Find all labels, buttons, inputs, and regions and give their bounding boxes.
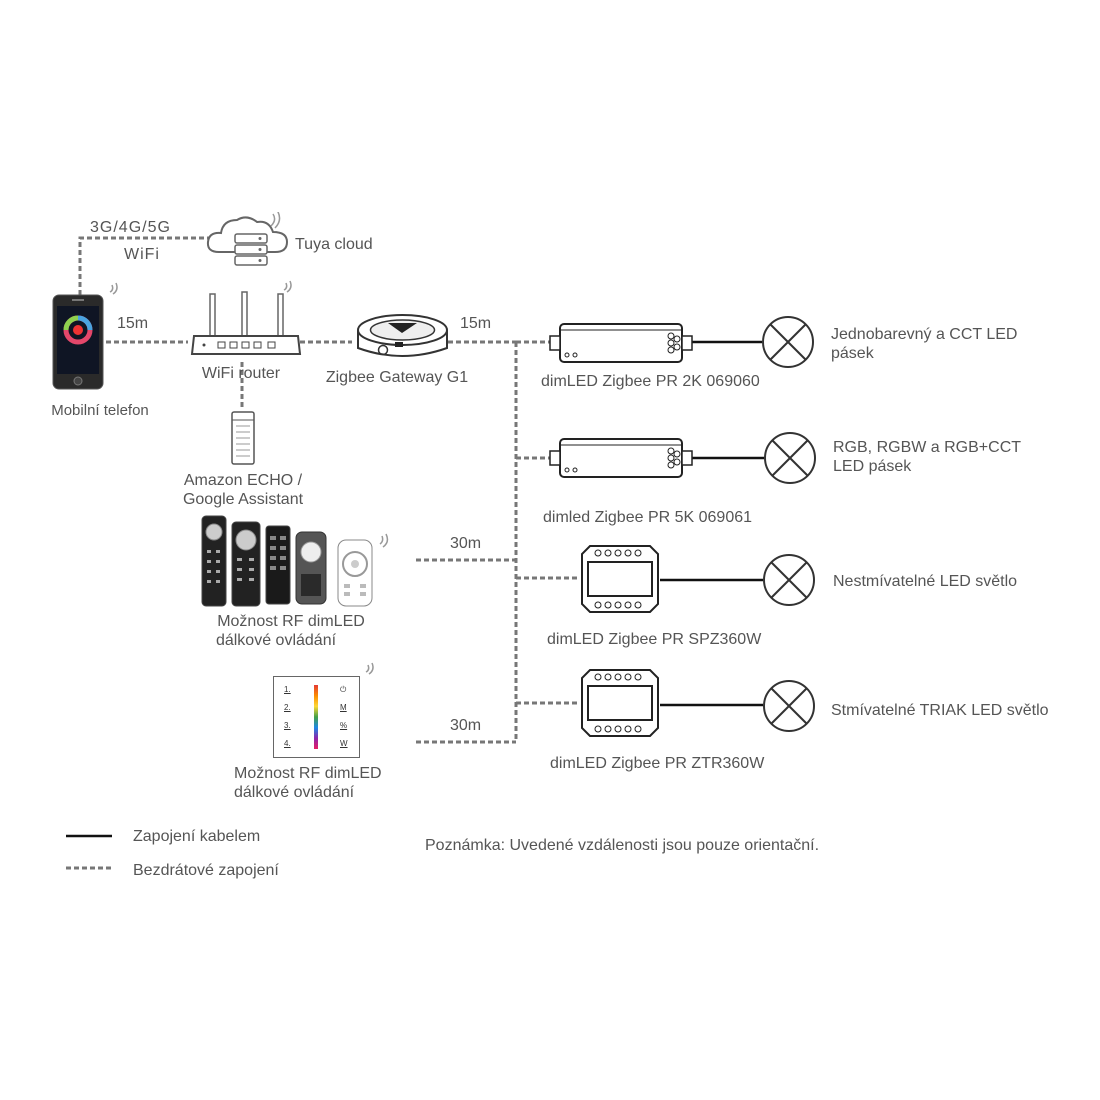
cloud-phone-link [78, 236, 210, 295]
output-label-3: Nestmívatelné LED světlo [833, 573, 1018, 590]
panel-key-4: 4. [284, 739, 291, 748]
panel-key-3: 3. [284, 721, 291, 730]
rf-remotes-icon [201, 515, 389, 607]
panel-key-1: 1. [284, 685, 291, 694]
output-label-4: Stmívatelné TRIAK LED světlo [831, 702, 1049, 719]
phone-label: Mobilní telefon [51, 402, 149, 419]
distance-remotes-bus: 30m [450, 535, 482, 552]
lamp-icon [764, 432, 816, 484]
lamp-icon [763, 554, 815, 606]
distance-note: Poznámka: Uvedené vzdálenosti jsou pouze… [425, 837, 820, 854]
distance-panel-bus: 30m [450, 717, 482, 734]
router-label: WiFi router [201, 365, 281, 382]
zigbee-gateway-icon [357, 314, 448, 357]
panel-wireless-icon [365, 662, 374, 675]
controller-5k-label: dimled Zigbee PR 5K 069061 [543, 509, 753, 526]
distance-gateway-bus: 15m [460, 315, 492, 332]
panel-key-2: 2. [284, 703, 291, 712]
assistant-label-line2: Google Assistant [182, 491, 304, 508]
panel-mode-key: M [340, 703, 347, 712]
link-mobile-network: 3G/4G/5G [90, 219, 171, 236]
smartphone-icon [52, 294, 104, 390]
panel-white-key: W [340, 739, 348, 748]
gateway-label: Zigbee Gateway G1 [325, 369, 469, 386]
controller-5k-icon [549, 438, 693, 478]
legend-wireless-label: Bezdrátové zapojení [133, 862, 279, 879]
lamp-icon [762, 316, 814, 368]
link-wifi: WiFi [124, 246, 160, 263]
panel-power-key: ⏻ [340, 685, 347, 694]
output-label-1: Jednobarevný a CCT LED pásek [831, 326, 1018, 362]
controller-spz360w-icon [581, 545, 659, 613]
controller-2k-icon [549, 323, 693, 363]
smart-speaker-icon [231, 411, 255, 465]
assistant-label-line1: Amazon ECHO / [183, 472, 303, 489]
output-label-2: RGB, RGBW a RGB+CCT LED pásek [833, 439, 1021, 475]
controller-ztr360w-icon [581, 669, 659, 737]
router-wireless-icon [283, 280, 292, 293]
controller-spz360w-label: dimLED Zigbee PR SPZ360W [547, 631, 762, 648]
color-slider [314, 685, 318, 749]
controller-ztr360w-label: dimLED Zigbee PR ZTR360W [550, 755, 765, 772]
phone-wireless-icon [109, 282, 118, 295]
lamp-icon [763, 680, 815, 732]
router-icon [190, 291, 302, 355]
panel-label-line2: dálkové ovládání [234, 784, 355, 801]
cloud-icon [206, 212, 289, 266]
distance-phone-router: 15m [117, 315, 149, 332]
wall-panel: 1. 2. 3. 4. ⏻ M % W [273, 676, 360, 758]
cloud-label: Tuya cloud [295, 236, 373, 253]
legend-wired-label: Zapojení kabelem [133, 828, 261, 845]
panel-label-line1: Možnost RF dimLED [234, 765, 382, 782]
controller-2k-label: dimLED Zigbee PR 2K 069060 [541, 373, 760, 390]
panel-percent-key: % [340, 721, 348, 730]
remotes-label-line1: Možnost RF dimLED [217, 613, 365, 630]
remotes-label-line2: dálkové ovládání [215, 632, 337, 649]
